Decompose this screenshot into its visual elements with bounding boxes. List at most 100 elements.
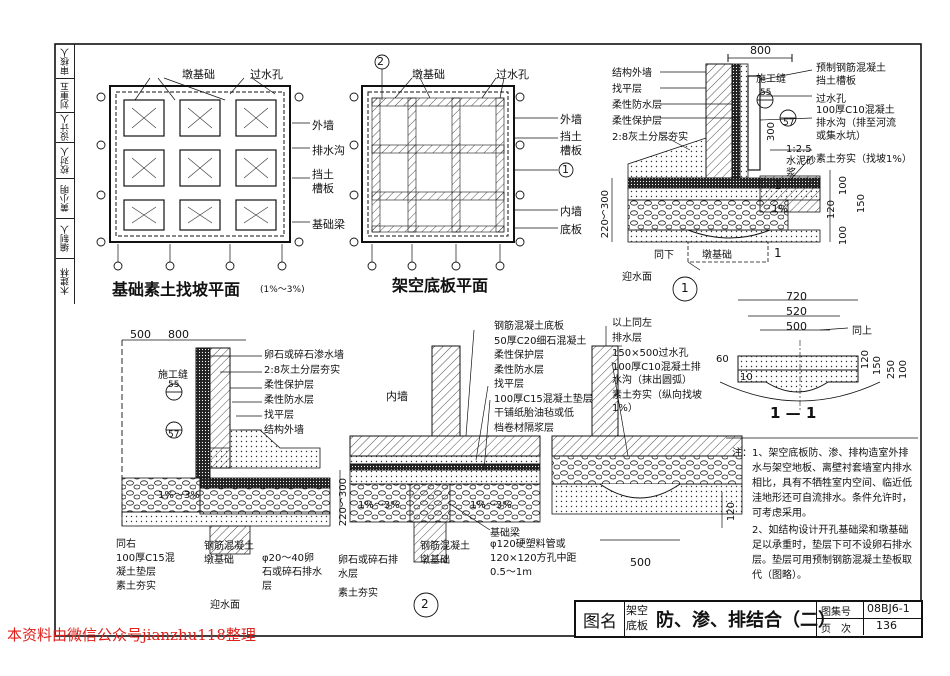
d2-bottom-left: 同右 100厚C15混凝土垫层 素土夯实	[116, 538, 182, 594]
d2-label: 找平层	[264, 410, 294, 421]
detail-circle-1: 1	[681, 281, 689, 295]
d2-bl-label: 100厚C15混凝土垫层	[116, 553, 175, 578]
page-row: 页 次 136	[817, 619, 921, 635]
construction-joint-1: 施工缝	[756, 74, 786, 85]
d1-right-label-4: 素土夯实（找坡1%）	[816, 154, 912, 165]
same-above: 同上	[852, 326, 872, 337]
signature-text: 校对人	[60, 146, 71, 174]
dim-120: 120	[826, 200, 837, 220]
circle-tag-2: 2	[377, 55, 384, 68]
d2-pier-foundation: 钢筋混凝土墩基础	[204, 541, 254, 566]
atlas-label: 图集号	[821, 607, 851, 618]
d2-mid-label: 找平层	[494, 379, 524, 390]
atlas-row: 图集号 08BJ6-1	[817, 602, 921, 619]
note-text: 2、如结构设计开孔基础梁和墩基础足以承重时，垫层下可不设卵石排水层。垫层可用预制…	[752, 525, 912, 581]
d1-label: 柔性防水层	[612, 100, 662, 111]
detail-2-left	[121, 339, 331, 555]
d1-label: 2:8灰土分层夯实	[612, 132, 689, 143]
dim-120-s: 120	[860, 350, 871, 370]
detail-circle-2: 2	[421, 597, 429, 611]
dim-500-bottom: 500	[630, 556, 651, 569]
label-inner-wall-mid: 内墙	[560, 205, 582, 218]
d2-mid-label: 干铺纸胎油毡或低档卷材隔浆层	[494, 408, 574, 434]
dim-800: 800	[750, 44, 771, 57]
d2-right-label: 以上同左	[612, 318, 652, 329]
slope-1pct: 1%	[772, 204, 788, 215]
dim-100-a: 100	[838, 176, 849, 196]
plan-foundation-slope	[96, 77, 310, 271]
title-sub: 架空 底板	[626, 603, 648, 633]
plan-title-mid: 架空底板平面	[392, 276, 489, 295]
label-pier: 墩基础	[182, 68, 215, 81]
slope-d2-left: 1%～3%	[158, 490, 200, 501]
slope-d2-mid-a: 1%～3%	[358, 500, 400, 511]
dim-500-d2: 500	[130, 328, 151, 341]
signature-cell: 木建林	[56, 258, 74, 304]
label-retaining-plate-mid: 挡土槽板	[560, 130, 582, 157]
d2-gravel-mid: 卵石或碎石排水层	[338, 555, 398, 580]
d2-right-label: 素土夯实（纵向找坡1%）	[612, 390, 702, 414]
ref-57-d2: 57	[168, 430, 180, 440]
drawing-title: 防、渗、排结合（二）	[656, 610, 836, 631]
label-outer-wall-mid: 外墙	[560, 113, 582, 126]
d2-mid-label: 50厚C20细石混凝土	[494, 335, 587, 347]
d2-mid-labels: 钢筋混凝土底板 50厚C20细石混凝土 柔性保护层 柔性防水层 找平层 100厚…	[494, 320, 593, 436]
signature-cell: 设计人	[56, 112, 74, 143]
title-sub-2: 底板	[626, 619, 648, 632]
section-1-1	[719, 299, 881, 412]
d2-mid-pier: 钢筋混凝土墩基础	[420, 541, 470, 566]
d2-right-label: 150×500过水孔	[612, 348, 689, 359]
section-mark-top: 1	[774, 178, 782, 192]
d2-gravel-layer: φ20～40卵石或碎石排水层	[262, 553, 322, 592]
signature-cell: 校对人	[56, 142, 74, 179]
d2-pipe: φ120硬塑料管或120×120方孔中距0.5～1m	[490, 539, 577, 578]
d1-label: 找平层	[612, 84, 642, 95]
d2-mid-label: 100厚C15混凝土垫层	[494, 393, 593, 405]
dim-520: 520	[786, 305, 807, 318]
label-slab-mid: 底板	[560, 223, 582, 236]
ref-57: 57	[783, 118, 795, 128]
dim-720: 720	[786, 290, 807, 303]
label-retaining-plate: 挡土槽板	[312, 168, 334, 195]
d2-label: 结构外墙	[264, 425, 304, 436]
dim-800-d2: 800	[168, 328, 189, 341]
title-meta: 图集号 08BJ6-1 页 次 136	[816, 602, 922, 636]
ref-55: 55	[760, 88, 772, 98]
section-title-1-1: 1 — 1	[770, 404, 817, 422]
label-outer-wall: 外墙	[312, 119, 334, 132]
signature-text: 编制人	[60, 224, 71, 252]
d2-bl-label: 同右	[116, 539, 136, 550]
d2-label: 柔性保护层	[264, 380, 314, 391]
signature-cell: 刘重五	[56, 78, 74, 113]
plan-raised-slab	[349, 54, 574, 271]
signature-text: 黄小明	[60, 184, 71, 212]
label-pier-mid: 墩基础	[412, 68, 445, 81]
notes: 注： 1、架空底板防、渗、排构造室外排水与架空地板、离壁衬套墙室内排水相比，具有…	[732, 446, 914, 583]
signature-text: 审核人	[60, 47, 71, 75]
dim-220-300-d2: 220～300	[338, 478, 349, 527]
section-mark-bottom: 1	[774, 246, 782, 260]
title-label: 图名	[576, 602, 625, 636]
dim-150: 150	[856, 194, 867, 214]
d2-label: 柔性防水层	[264, 395, 314, 406]
water-face-2: 迎水面	[210, 600, 240, 611]
signature-text: 设计人	[60, 113, 71, 141]
d2-right-labels: 以上同左 排水层 150×500过水孔 100厚C10混凝土排水沟（抹出圆弧） …	[612, 316, 702, 415]
label-drain-ditch: 排水沟	[312, 144, 345, 157]
title-sub-1: 架空	[626, 604, 648, 617]
d2-right-label: 排水层	[612, 333, 642, 344]
atlas-value: 08BJ6-1	[863, 602, 910, 618]
notes-head: 注：	[732, 448, 752, 459]
pier-foundation-1: 墩基础	[702, 250, 732, 261]
signature-text: 木建林	[60, 267, 71, 295]
title-block: 图名 架空 底板 防、渗、排结合（二） 图集号 08BJ6-1 页 次 136	[574, 600, 923, 638]
detail-2-middle	[339, 329, 541, 618]
d1-label: 结构外墙	[612, 68, 652, 79]
same-below: 同下	[654, 250, 674, 261]
label-drain-hole-mid: 过水孔	[496, 68, 529, 81]
dim-60: 60	[716, 354, 729, 365]
page-value: 136	[863, 619, 897, 635]
d1-right-label-3: 1:2.5水泥砂浆	[786, 144, 816, 179]
